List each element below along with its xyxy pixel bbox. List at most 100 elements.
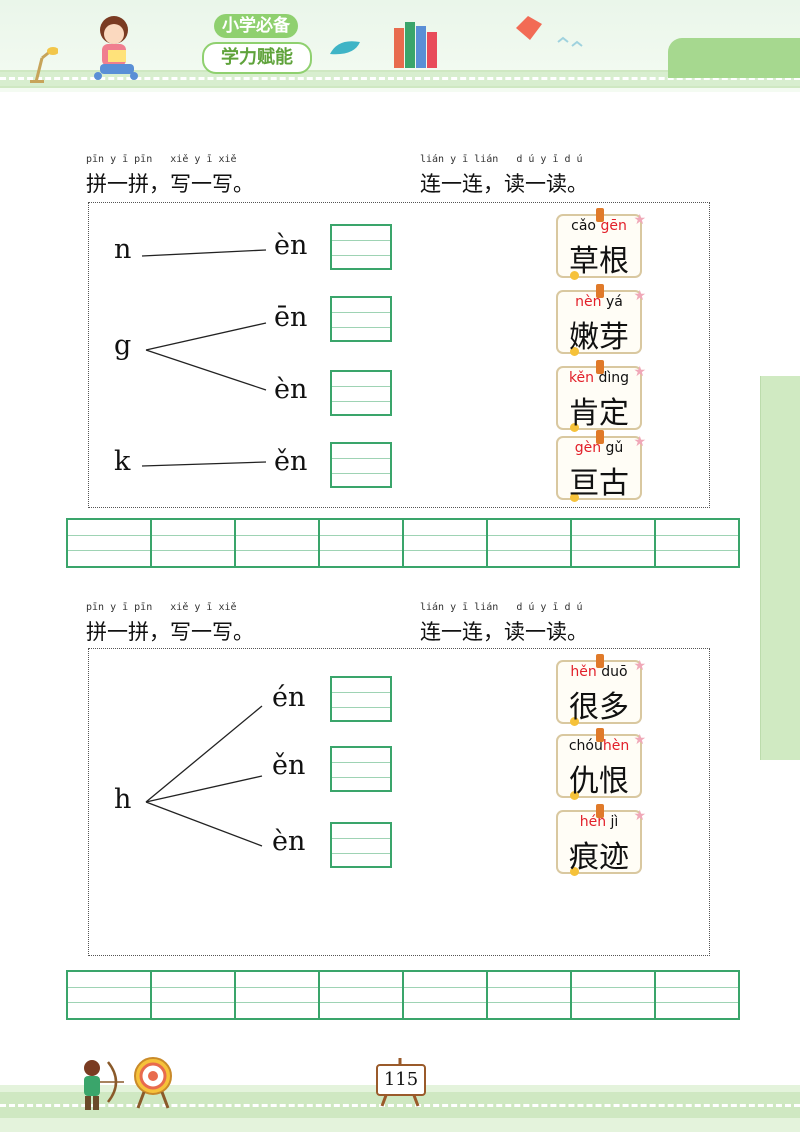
header-title-line2: 学力赋能 bbox=[202, 42, 312, 74]
dot-icon bbox=[570, 717, 579, 726]
star-icon: ★ bbox=[633, 364, 646, 380]
books-icon bbox=[394, 22, 437, 68]
grid-cell[interactable] bbox=[656, 520, 738, 566]
dot-icon bbox=[570, 347, 579, 356]
pinyin-writing-box[interactable] bbox=[330, 442, 392, 488]
grid-cell[interactable] bbox=[572, 972, 656, 1018]
exercise-box-2 bbox=[88, 648, 710, 956]
word-card-hanzi: 肯定 bbox=[569, 396, 629, 431]
final-syllable: èn bbox=[272, 826, 306, 857]
header-road-dashes bbox=[0, 77, 800, 80]
pinyin-writing-box[interactable] bbox=[330, 224, 392, 270]
dot-icon bbox=[570, 423, 579, 432]
instruction-pinyin-right: lián y ī lián d ú y ī d ú bbox=[420, 154, 583, 165]
pinyin-writing-box[interactable] bbox=[330, 822, 392, 868]
final-syllable: ēn bbox=[274, 302, 308, 333]
grid-cell[interactable] bbox=[404, 520, 488, 566]
word-card[interactable]: ★ hěn duō 很多 bbox=[556, 654, 646, 726]
initial-letter: n bbox=[114, 234, 132, 265]
final-syllable: én bbox=[272, 682, 306, 713]
star-icon: ★ bbox=[633, 212, 646, 228]
grid-cell[interactable] bbox=[152, 520, 236, 566]
character-writing-grid[interactable] bbox=[66, 518, 740, 568]
character-writing-grid[interactable] bbox=[66, 970, 740, 1020]
word-card[interactable]: ★ kěn dìng 肯定 bbox=[556, 360, 646, 432]
word-card[interactable]: ★ cǎo gēn 草根 bbox=[556, 208, 646, 280]
word-card[interactable]: ★ hén jì 痕迹 bbox=[556, 804, 646, 876]
instruction-text-right: 连一连，读一读。 bbox=[420, 620, 588, 644]
dot-icon bbox=[570, 867, 579, 876]
word-card-pinyin: nèn yá bbox=[575, 294, 623, 310]
clip-icon bbox=[596, 360, 604, 374]
initial-letter: k bbox=[114, 446, 131, 477]
word-card-pinyin: gèn gǔ bbox=[574, 440, 624, 456]
clip-icon bbox=[596, 804, 604, 818]
word-card[interactable]: ★ nèn yá 嫩芽 bbox=[556, 284, 646, 356]
grid-cell[interactable] bbox=[404, 972, 488, 1018]
instruction-text-left: 拼一拼，写一写。 bbox=[86, 172, 254, 196]
reading-girl-icon bbox=[94, 16, 138, 80]
clip-icon bbox=[596, 208, 604, 222]
grid-cell[interactable] bbox=[68, 520, 152, 566]
page-number: 115 bbox=[376, 1064, 426, 1096]
side-tab bbox=[760, 376, 800, 760]
star-icon: ★ bbox=[633, 658, 646, 674]
word-card[interactable]: ★ gèn gǔ 亘古 bbox=[556, 430, 646, 502]
grid-cell[interactable] bbox=[152, 972, 236, 1018]
word-card-hanzi: 很多 bbox=[569, 690, 629, 725]
pinyin-writing-box[interactable] bbox=[330, 296, 392, 342]
word-card-pinyin: kěn dìng bbox=[568, 370, 630, 386]
grid-cell[interactable] bbox=[236, 520, 320, 566]
star-icon: ★ bbox=[633, 288, 646, 304]
initial-letter: g bbox=[114, 330, 132, 361]
grid-cell[interactable] bbox=[656, 972, 738, 1018]
grid-cell[interactable] bbox=[68, 972, 152, 1018]
word-card-pinyin: chóuhèn bbox=[568, 738, 630, 754]
instruction-pinyin-left: pīn y ī pīn xiě y ī xiě bbox=[86, 154, 237, 165]
instruction-pinyin-left: pīn y ī pīn xiě y ī xiě bbox=[86, 602, 237, 613]
star-icon: ★ bbox=[633, 808, 646, 824]
word-card-hanzi: 痕迹 bbox=[569, 840, 629, 875]
pinyin-writing-box[interactable] bbox=[330, 676, 392, 722]
instruction-text-left: 拼一拼，写一写。 bbox=[86, 620, 254, 644]
footer-road-dashes bbox=[0, 1104, 800, 1107]
word-card[interactable]: ★ chóuhèn 仇恨 bbox=[556, 728, 646, 800]
grid-cell[interactable] bbox=[488, 520, 572, 566]
word-card-hanzi: 亘古 bbox=[569, 466, 629, 501]
pinyin-writing-box[interactable] bbox=[330, 370, 392, 416]
instruction-pinyin-right: lián y ī lián d ú y ī d ú bbox=[420, 602, 583, 613]
desk-lamp-icon bbox=[30, 47, 58, 83]
clip-icon bbox=[596, 654, 604, 668]
clip-icon bbox=[596, 728, 604, 742]
archer-icon bbox=[84, 1060, 124, 1110]
word-card-pinyin: hén jì bbox=[579, 814, 619, 830]
dot-icon bbox=[570, 493, 579, 502]
clip-icon bbox=[596, 284, 604, 298]
birds-icon bbox=[557, 36, 583, 47]
exercise-box-1 bbox=[88, 202, 710, 508]
grid-cell[interactable] bbox=[320, 972, 404, 1018]
word-card-hanzi: 嫩芽 bbox=[569, 320, 629, 355]
dot-icon bbox=[570, 791, 579, 800]
star-icon: ★ bbox=[633, 434, 646, 450]
word-card-hanzi: 仇恨 bbox=[569, 764, 629, 799]
header-corner-tab bbox=[668, 38, 800, 78]
grid-cell[interactable] bbox=[236, 972, 320, 1018]
clip-icon bbox=[596, 430, 604, 444]
grid-cell[interactable] bbox=[320, 520, 404, 566]
final-syllable: ěn bbox=[274, 446, 308, 477]
grid-cell[interactable] bbox=[572, 520, 656, 566]
star-icon: ★ bbox=[633, 732, 646, 748]
leaf-icon bbox=[330, 41, 360, 55]
final-syllable: èn bbox=[274, 230, 308, 261]
dot-icon bbox=[570, 271, 579, 280]
word-card-pinyin: hěn duō bbox=[570, 664, 628, 680]
header-title-line1: 小学必备 bbox=[214, 14, 298, 38]
target-icon bbox=[134, 1057, 172, 1109]
word-card-hanzi: 草根 bbox=[569, 244, 629, 279]
pinyin-writing-box[interactable] bbox=[330, 746, 392, 792]
final-syllable: ěn bbox=[272, 750, 306, 781]
grid-cell[interactable] bbox=[488, 972, 572, 1018]
final-syllable: èn bbox=[274, 374, 308, 405]
